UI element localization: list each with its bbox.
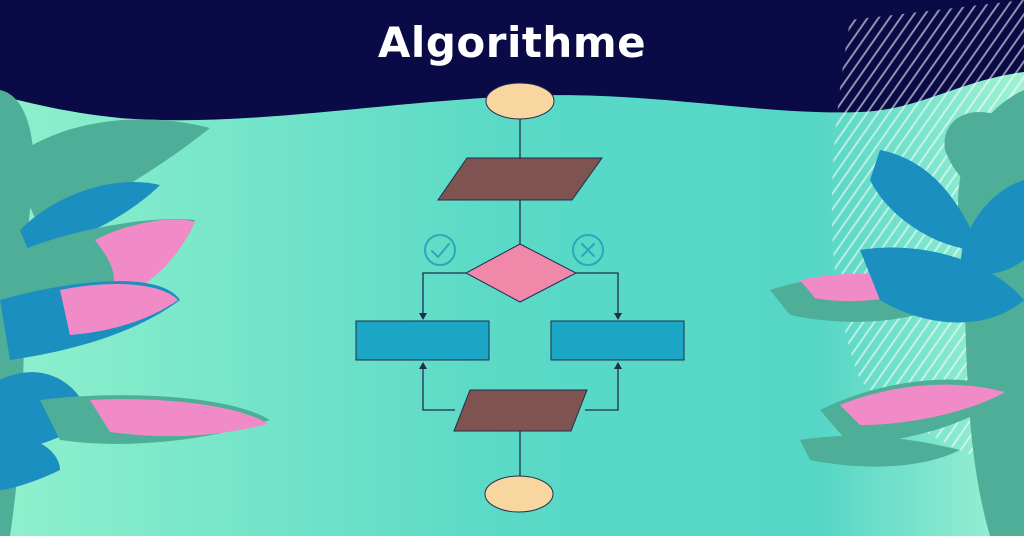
page-title: Algorithme <box>377 18 647 67</box>
x-circle-icon <box>572 234 604 266</box>
start-terminal <box>485 82 555 120</box>
right-banana-plant <box>770 90 1024 536</box>
process-box-yes <box>355 320 490 361</box>
input-parallelogram <box>437 157 603 201</box>
navy-header-wave <box>0 0 1024 121</box>
flowchart <box>355 82 685 513</box>
connector-output-right <box>585 364 619 411</box>
connector-decision-yes <box>422 272 466 318</box>
connector-output-left <box>422 364 455 411</box>
decision-diamond <box>464 243 578 303</box>
flowchart-connectors <box>422 118 619 476</box>
connector-decision-no <box>576 272 619 318</box>
output-parallelogram <box>453 389 588 432</box>
end-terminal <box>484 475 554 513</box>
arrowheads <box>419 313 622 369</box>
left-banana-plant <box>0 90 270 536</box>
check-circle-icon <box>424 234 456 266</box>
process-box-no <box>550 320 685 361</box>
